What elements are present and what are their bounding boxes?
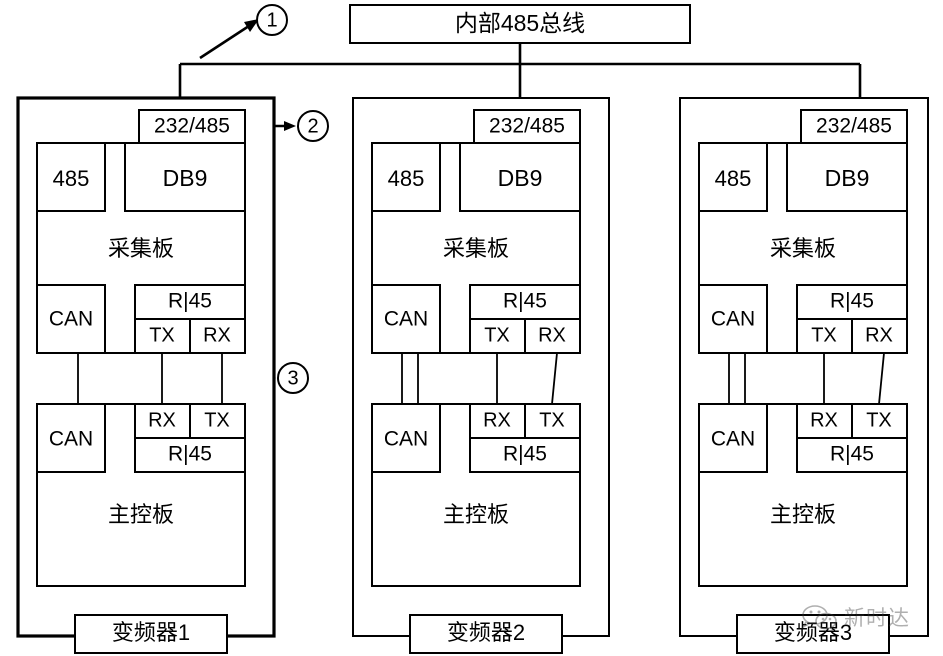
unit-3-acq-can-box [698,284,768,354]
unit-3-acq-rj45-label: R|45 [830,290,874,313]
unit-3-port-232-485-label: 232/485 [816,115,892,138]
callout-2-circle [297,110,329,142]
unit-3-acq-can-label: CAN [711,308,755,331]
unit-3-rx-to-tx-wire [878,352,885,405]
unit-3-acq-db9-box [786,142,908,212]
unit-1-main-rx-box [134,403,191,439]
unit-1-acq-485-box [36,142,106,212]
unit-2-acq-tx-box [469,318,526,354]
callout-2-arrowhead [284,121,296,131]
unit-2-acq-rj45-label: R|45 [503,290,547,313]
drive-unit-3: 232/485 采集板 485 DB9 CAN R|45 TX RX 主控板 C… [679,97,929,654]
unit-2-acq-can-label: CAN [384,308,428,331]
unit-2-acq-485-box [371,142,441,212]
unit-3-acq-rx-box [851,318,908,354]
unit-2-main-can-box [371,403,441,473]
callout-2-label: 2 [307,115,318,137]
unit-1-acquisition-board-label: 采集板 [108,236,174,261]
callout-1-circle [256,4,288,36]
unit-1-port-232-485-label: 232/485 [154,115,230,138]
unit-1-acq-rx-label: RX [203,324,231,346]
unit-1-main-rx-label: RX [148,409,176,431]
unit-1-acq-can-label: CAN [49,308,93,331]
unit-3-main-can-label: CAN [711,428,755,451]
unit-2-acquisition-board-label: 采集板 [443,236,509,261]
unit-3-acq-tx-label: TX [811,324,837,346]
unit-1-acq-rj45-box [134,284,246,320]
unit-1-main-tx-box [189,403,246,439]
unit-3-title-label: 变频器3 [774,620,852,645]
unit-2-acq-db9-box [459,142,581,212]
unit-3-acquisition-board-label: 采集板 [770,236,836,261]
unit-1-title-plate [74,614,228,654]
unit-3-acq-db9-label: DB9 [825,165,870,191]
unit-2-main-rj45-label: R|45 [503,443,547,466]
unit-2-main-tx-label: TX [539,409,565,431]
unit-2-main-rx-label: RX [483,409,511,431]
unit-1-acq-tx-label: TX [149,324,175,346]
unit-3-main-board-label: 主控板 [770,502,836,527]
unit-1-main-can-box [36,403,106,473]
callout-1-leader [199,22,253,60]
callout-1-arrowhead [244,19,259,32]
unit-3-acq-485-box [698,142,768,212]
unit-1-port-232-485-box [138,109,246,144]
unit-3-acq-rx-label: RX [865,324,893,346]
internal-485-bus-label: 内部485总线 [455,10,585,36]
unit-1-acq-rx-box [189,318,246,354]
unit-3-acq-485-label: 485 [715,166,752,191]
internal-485-bus-box [349,4,691,44]
unit-3-title-plate [736,614,890,654]
unit-1-acq-can-box [36,284,106,354]
unit-3-main-tx-label: TX [866,409,892,431]
unit-2-rx-to-tx-wire [551,352,558,405]
unit-1-acq-rj45-label: R|45 [168,290,212,313]
unit-2-main-can-label: CAN [384,428,428,451]
callout-1-label: 1 [266,9,277,31]
callout-3-label: 3 [287,367,298,389]
unit-2-acq-tx-label: TX [484,324,510,346]
unit-1-acq-db9-box [124,142,246,212]
unit-1-main-rj45-label: R|45 [168,443,212,466]
unit-1-acq-485-label: 485 [53,166,90,191]
unit-2-acq-485-label: 485 [388,166,425,191]
unit-3-main-can-box [698,403,768,473]
unit-2-title-label: 变频器2 [447,620,525,645]
callout-3-circle [277,362,309,394]
unit-3-main-rx-label: RX [810,409,838,431]
unit-1-acq-db9-label: DB9 [163,165,208,191]
unit-2-acq-rx-label: RX [538,324,566,346]
unit-2-main-rj45-box [469,437,581,473]
unit-1-main-rj45-box [134,437,246,473]
unit-1-main-tx-label: TX [204,409,230,431]
unit-3-main-rx-box [796,403,853,439]
unit-2-acq-db9-label: DB9 [498,165,543,191]
unit-1-main-board-label: 主控板 [108,502,174,527]
unit-2-port-232-485-box [473,109,581,144]
unit-2-title-plate [409,614,563,654]
unit-3-acq-tx-box [796,318,853,354]
unit-2-main-board-label: 主控板 [443,502,509,527]
unit-2-acq-rx-box [524,318,581,354]
unit-2-acq-rj45-box [469,284,581,320]
unit-1-main-can-label: CAN [49,428,93,451]
drive-unit-1: 232/485 采集板 485 DB9 CAN R|45 TX RX 主控板 [16,96,276,654]
unit-2-port-232-485-label: 232/485 [489,115,565,138]
unit-3-main-rj45-label: R|45 [830,443,874,466]
drive-unit-2: 232/485 采集板 485 DB9 CAN R|45 TX RX 主控板 C… [352,97,610,654]
unit-2-acq-can-box [371,284,441,354]
unit-1-title-label: 变频器1 [112,620,190,645]
unit-3-main-rj45-box [796,437,908,473]
